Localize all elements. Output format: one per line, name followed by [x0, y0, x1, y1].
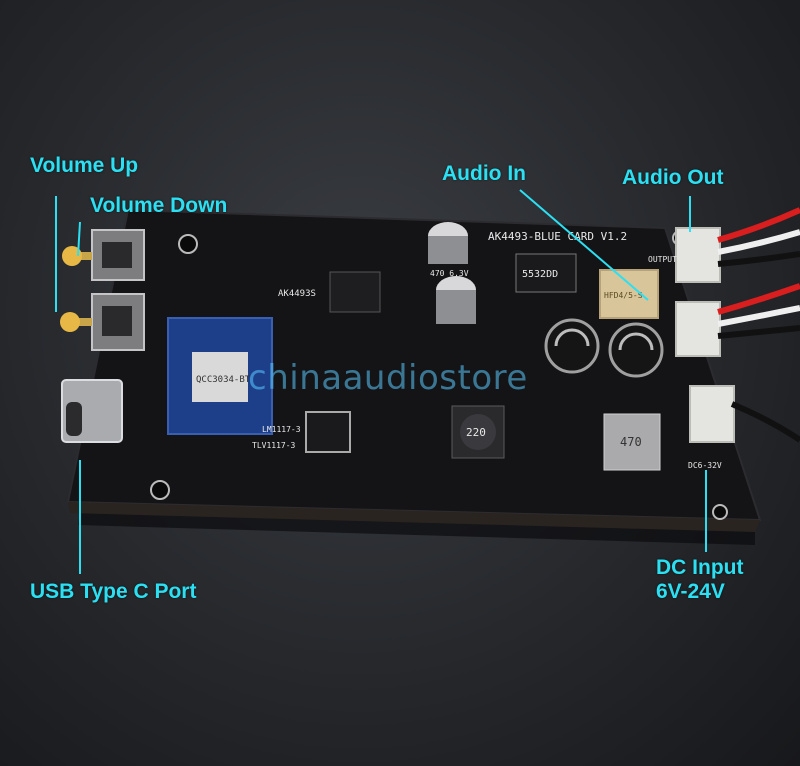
svg-text:LM1117-3: LM1117-3 [262, 425, 301, 434]
board-name: AK4493-BLUE CARD V1.2 [488, 230, 627, 243]
svg-text:5532DD: 5532DD [522, 269, 558, 280]
relay: HFD4/5-S [599, 269, 659, 319]
inductor: 470 [603, 413, 661, 471]
svg-text:220: 220 [466, 426, 486, 439]
svg-text:HFD4/5-S: HFD4/5-S [604, 291, 643, 300]
bluetooth-module: QCC3034-BT [167, 317, 273, 435]
inductor: 220 [451, 405, 505, 459]
volume-down-switch [60, 293, 145, 351]
watermark: chinaaudiostore [248, 358, 528, 398]
output-capacitor [544, 318, 600, 374]
audio-out-connector [675, 207, 800, 357]
svg-text:DC6-32V: DC6-32V [688, 461, 722, 470]
opamp-chip: 5532DD [515, 253, 577, 293]
dc-input-range: 6V-24V [656, 580, 725, 603]
dc-input-title: DC Input [656, 556, 744, 579]
ic-label: AK4493S [278, 289, 316, 299]
svg-text:TLV1117-3: TLV1117-3 [252, 441, 296, 450]
audio-out-callout: Audio Out [622, 166, 724, 189]
dac-chip [329, 271, 381, 313]
output-capacitor [608, 322, 664, 378]
electrolytic-capacitor [436, 276, 476, 324]
voltage-regulator [305, 411, 351, 453]
mount-hole [150, 480, 170, 500]
dc-input-callout: DC Input 6V-24V [656, 556, 743, 604]
volume-down-callout: Volume Down [90, 194, 228, 217]
audio-in-callout: Audio In [442, 162, 526, 185]
callout-leader-lines [55, 189, 707, 574]
module-label: QCC3034-BT [196, 375, 251, 385]
mount-hole [712, 504, 728, 520]
volume-up-callout: Volume Up [30, 154, 139, 177]
volume-up-switch [62, 229, 145, 281]
cap-label: 470 6.3V [430, 269, 469, 278]
svg-text:470: 470 [620, 435, 642, 449]
usb-c-port [61, 379, 123, 443]
usb-port-callout: USB Type C Port [30, 580, 197, 603]
mount-hole [178, 234, 198, 254]
electrolytic-capacitor [428, 222, 468, 264]
dc-input-connector [689, 385, 800, 443]
svg-text:OUTPUT: OUTPUT [648, 255, 677, 264]
